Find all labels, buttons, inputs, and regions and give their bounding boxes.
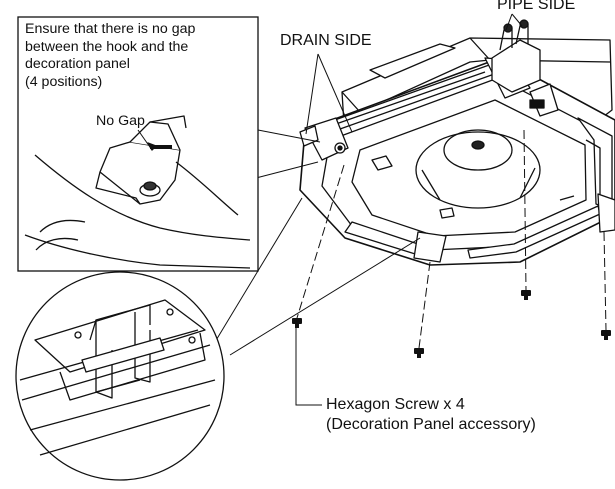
screw-note-line1: Hexagon Screw x 4 <box>326 396 465 413</box>
screw <box>414 348 424 358</box>
pipe-side-leader <box>505 13 513 31</box>
screw <box>521 290 531 300</box>
callout-box <box>17 16 259 272</box>
screw <box>292 318 302 328</box>
magnifier-detail <box>15 271 225 481</box>
no-gap-label: No Gap <box>96 113 145 129</box>
pipe-side-leader <box>511 13 523 27</box>
drain-side-leader <box>317 53 353 133</box>
callout-line: decoration panel <box>25 56 130 72</box>
callout-instruction: Ensure that there is no gap between the … <box>25 21 195 91</box>
drain-side-label: DRAIN SIDE <box>280 32 372 49</box>
pipe-side-label: PIPE SIDE <box>497 0 576 13</box>
screw-note: Hexagon Screw x 4 (Decoration Panel acce… <box>326 396 536 436</box>
screw-leader <box>295 328 322 406</box>
cassette-unit <box>299 19 615 266</box>
screw <box>601 330 611 340</box>
callout-line: between the hook and the <box>25 38 189 55</box>
screw-note-line2: (Decoration Panel accessory) <box>326 416 536 433</box>
drain-side-leader <box>305 53 319 135</box>
callout-line: (4 positions) <box>25 73 103 90</box>
callout-line: Ensure that there is no gap <box>25 21 196 37</box>
screw-guides <box>296 129 607 349</box>
